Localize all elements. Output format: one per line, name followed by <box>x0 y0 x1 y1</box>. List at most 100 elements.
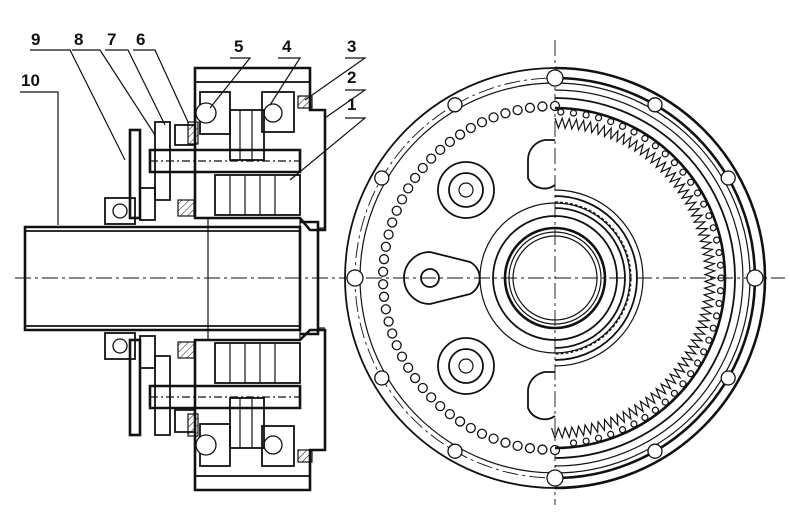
roller <box>713 236 721 244</box>
central-hub <box>479 202 631 354</box>
outer-bolt-holes <box>346 69 764 487</box>
roller <box>679 168 687 176</box>
pin <box>454 129 466 140</box>
label-6: 6 <box>136 30 145 49</box>
roller <box>715 299 723 307</box>
label-10: 10 <box>21 71 40 90</box>
roller <box>618 122 627 130</box>
bolt-hole <box>346 269 364 287</box>
roller <box>709 224 717 232</box>
roller <box>705 336 713 344</box>
pin <box>380 304 392 315</box>
pin <box>537 444 548 455</box>
pin <box>417 162 428 174</box>
pin <box>500 437 511 448</box>
bolt-hole <box>374 170 390 186</box>
roller <box>670 159 679 167</box>
roller <box>594 114 603 122</box>
roller <box>700 348 708 356</box>
pin <box>377 279 389 290</box>
pin <box>476 117 488 128</box>
roller <box>651 406 659 414</box>
roller-band <box>557 108 725 447</box>
roller <box>630 420 638 428</box>
roller <box>582 437 590 445</box>
bolt-hole <box>447 97 463 113</box>
pin <box>409 372 421 384</box>
flange-plate <box>128 128 156 437</box>
pin-ring <box>377 100 561 456</box>
label-3: 3 <box>347 37 356 56</box>
pin <box>403 362 414 373</box>
pin <box>537 101 548 112</box>
roller <box>641 134 649 143</box>
roller <box>687 178 695 186</box>
roller <box>618 426 627 434</box>
bolt-hole <box>546 69 564 87</box>
housing-top <box>177 66 327 232</box>
inner-gear-right <box>554 189 644 367</box>
roller <box>557 108 565 116</box>
roller <box>717 274 725 282</box>
roller <box>687 370 695 378</box>
pin <box>488 433 499 444</box>
pin <box>524 443 536 454</box>
pin <box>512 104 523 116</box>
pin <box>387 217 398 228</box>
pin <box>383 316 394 327</box>
pin <box>396 194 408 205</box>
label-2: 2 <box>347 68 356 87</box>
roller <box>705 212 713 220</box>
pin <box>488 112 499 123</box>
roller <box>670 389 679 397</box>
roller <box>569 439 578 447</box>
pin <box>435 144 446 156</box>
label-9: 9 <box>31 30 40 49</box>
pin <box>426 392 437 403</box>
roller <box>700 200 708 208</box>
pin <box>426 153 437 164</box>
pin <box>454 416 466 427</box>
bolt-hole <box>720 170 736 186</box>
housing-bottom <box>177 328 327 492</box>
roller <box>630 128 638 136</box>
bolt-hole <box>546 469 564 487</box>
pin <box>387 328 398 339</box>
bolt-hole <box>746 269 764 287</box>
roller <box>661 150 669 158</box>
pin <box>444 408 456 420</box>
pin <box>409 172 421 184</box>
crank-boss-bottom <box>437 337 495 395</box>
roller <box>693 189 702 197</box>
pin <box>435 400 446 412</box>
pin <box>524 102 536 113</box>
roller <box>594 434 603 442</box>
roller <box>716 261 725 269</box>
pin <box>378 254 390 265</box>
leader-lines <box>20 49 367 225</box>
pin <box>403 183 414 194</box>
roller <box>716 287 725 295</box>
roller <box>651 142 659 150</box>
roller <box>607 430 615 438</box>
roller <box>582 111 590 119</box>
roller <box>641 413 649 422</box>
part-labels: 1 2 3 4 5 6 7 8 9 10 <box>21 30 356 114</box>
pin <box>391 205 402 216</box>
pin <box>465 422 476 434</box>
shaft-bearing-bottom <box>104 332 136 360</box>
pin <box>512 440 523 452</box>
pin <box>377 266 389 277</box>
section-view: 1 2 3 4 5 6 7 8 9 10 <box>15 30 785 492</box>
pin <box>417 382 428 394</box>
pin <box>378 291 390 302</box>
shaft-bearing-top <box>104 197 136 225</box>
lever-slot <box>403 251 481 305</box>
pin <box>391 340 402 351</box>
label-7: 7 <box>107 30 116 49</box>
pin <box>380 241 392 252</box>
roller <box>607 118 615 126</box>
roller <box>709 324 717 332</box>
